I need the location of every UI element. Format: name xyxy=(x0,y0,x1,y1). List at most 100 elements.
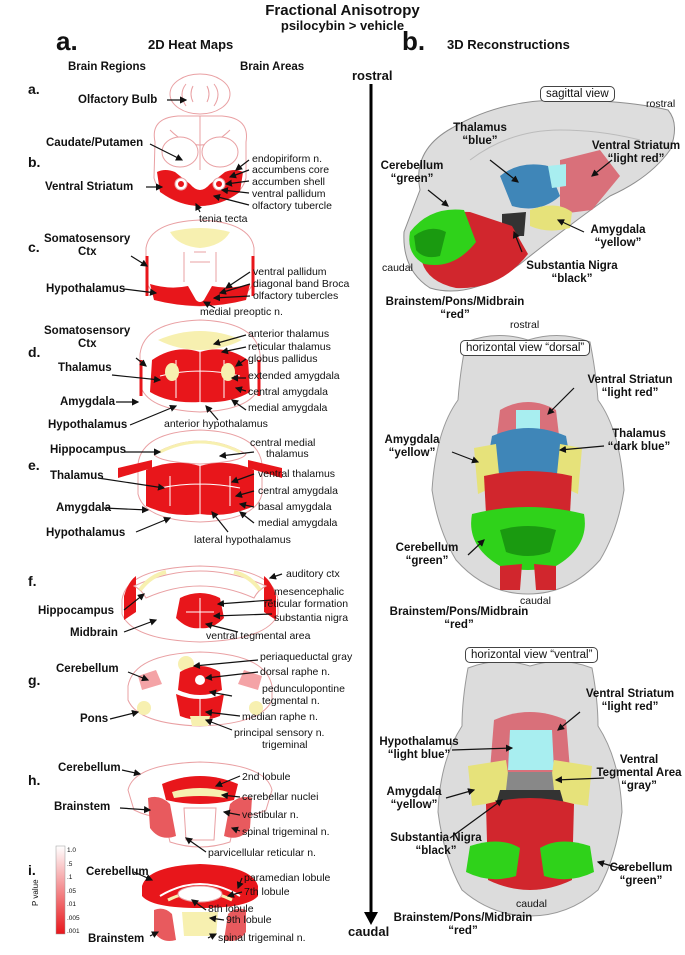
area-label: 2nd lobule xyxy=(242,771,291,783)
label-midbrain-f: Midbrain xyxy=(70,627,118,639)
area-label: ventral thalamus xyxy=(258,468,336,480)
sag-nigra-color: “black” xyxy=(551,273,593,285)
figure-title: Fractional Anisotropy xyxy=(265,2,420,19)
sag-striatum-color: “light red” xyxy=(607,153,665,165)
label-somatosensory-d: Somatosensory xyxy=(44,325,131,337)
label-thalamus-d: Thalamus xyxy=(58,362,112,374)
sag-striatum-label: Ventral Striatum “light red” xyxy=(586,140,685,166)
panel-b-letter: b. xyxy=(402,26,426,56)
sag-brainstem-label: Brainstem/Pons/Midbrain “red” xyxy=(380,296,530,322)
row-letter-e: e. xyxy=(28,457,40,473)
area-label: medial amygdala xyxy=(258,517,338,529)
panel-a-title: 2D Heat Maps xyxy=(148,37,234,52)
area-label: diagonal band Broca xyxy=(253,278,350,290)
slice-b-striatum xyxy=(153,115,247,207)
label-amygdala-d: Amygdala xyxy=(60,396,115,408)
dor-amygdala-color: “yellow” xyxy=(388,447,436,459)
dor-thalamus-color: “dark blue” xyxy=(607,441,671,453)
label-caudate-putamen: Caudate/Putamen xyxy=(46,137,144,149)
area-label: spinal trigeminal n. xyxy=(242,826,330,838)
area-label: central medial xyxy=(250,437,316,449)
area-label: accumbens core xyxy=(252,164,330,176)
area-label: mesencephalic xyxy=(274,586,345,598)
label-hypothalamus-e: Hypothalamus xyxy=(46,527,126,539)
area-label: extended amygdala xyxy=(248,370,340,382)
area-label: thalamus xyxy=(266,448,309,460)
colorbar-tick: .5 xyxy=(67,860,73,868)
row-letter-h: h. xyxy=(28,772,41,788)
panel-a-letter: a. xyxy=(56,26,78,56)
sagittal-view-box: sagittal view xyxy=(540,86,615,102)
label-hypothalamus-c: Hypothalamus xyxy=(46,283,126,295)
area-label: medial preoptic n. xyxy=(200,306,283,318)
colorbar-tick: .005 xyxy=(67,914,80,922)
area-label: ventral pallidum xyxy=(252,188,326,200)
sag-striatum-name: Ventral Striatum xyxy=(591,140,681,152)
dorsal-rostral: rostral xyxy=(510,319,540,331)
label-cerebellum-g: Cerebellum xyxy=(56,663,119,675)
area-label: ventral tegmental area xyxy=(206,630,311,642)
area-label: globus pallidus xyxy=(248,353,318,365)
colorbar-title: P value xyxy=(31,879,40,906)
col-header-areas: Brain Areas xyxy=(240,61,305,73)
slice-c-hypothalamus xyxy=(145,219,255,307)
row-letter-i: i. xyxy=(28,862,36,878)
sag-thalamus-name: Thalamus xyxy=(453,122,507,134)
area-label: central amygdala xyxy=(258,485,338,497)
label-ctx-c: Ctx xyxy=(78,246,97,258)
ven-brainstem-label: Brainstem/Pons/Midbrain “red” xyxy=(388,912,538,938)
ven-brainstem-name: Brainstem/Pons/Midbrain xyxy=(393,912,533,924)
area-label: vestibular n. xyxy=(242,809,299,821)
area-label: periaqueductal gray xyxy=(260,651,353,663)
sag-amygdala-color: “yellow” xyxy=(594,237,642,249)
area-label: endopiriform n. xyxy=(252,153,323,165)
slice-a-olfactory-bulb xyxy=(169,73,231,115)
area-label: auditory ctx xyxy=(286,568,340,580)
dor-striatum-name: Ventral Striatun xyxy=(587,374,673,386)
ven-nigra-color: “black” xyxy=(415,845,457,857)
ven-vta-label: Ventral Tegmental Area “gray” xyxy=(594,754,684,793)
sagittal-3d-brain xyxy=(403,99,675,292)
label-ventral-striatum: Ventral Striatum xyxy=(45,181,134,193)
area-label: lateral hypothalamus xyxy=(194,534,291,546)
slice-d-thalamus xyxy=(139,319,261,413)
sag-thalamus-label: Thalamus “blue” xyxy=(440,122,520,148)
area-label: parvicellular reticular n. xyxy=(208,847,316,859)
row-letter-f: f. xyxy=(28,573,37,589)
dor-cerebellum-name: Cerebellum xyxy=(395,542,459,554)
label-hippocampus-e: Hippocampus xyxy=(50,444,127,456)
area-label: tegmental n. xyxy=(262,695,320,707)
ven-hypothalamus-label: Hypothalamus “light blue” xyxy=(374,736,464,762)
dorsal-caudal: caudal xyxy=(520,595,551,607)
label-olfactory-bulb: Olfactory Bulb xyxy=(78,94,158,106)
sag-brainstem-color: “red” xyxy=(440,309,470,321)
sag-amygdala-label: Amygdala “yellow” xyxy=(578,224,658,250)
ventral-caudal: caudal xyxy=(516,898,547,910)
sag-thalamus-color: “blue” xyxy=(462,135,498,147)
area-label: principal sensory n. xyxy=(234,727,325,739)
area-label: accumben shell xyxy=(252,176,325,188)
dor-thalamus-name: Thalamus xyxy=(612,428,666,440)
area-label: median raphe n. xyxy=(242,711,318,723)
sagittal-caudal: caudal xyxy=(382,262,413,274)
dor-brainstem-name: Brainstem/Pons/Midbrain xyxy=(389,606,529,618)
label-brainstem-i: Brainstem xyxy=(88,933,145,945)
label-hippocampus-f: Hippocampus xyxy=(38,605,115,617)
area-label: basal amygdala xyxy=(258,501,332,513)
area-label: cerebellar nuclei xyxy=(242,791,319,803)
ven-striatum-color: “light red” xyxy=(601,701,659,713)
area-label: anterior thalamus xyxy=(248,328,330,340)
area-label: spinal trigeminal n. xyxy=(218,932,306,944)
sag-cerebellum-label: Cerebellum “green” xyxy=(372,160,452,186)
figure-subtitle: psilocybin > vehicle xyxy=(280,18,405,33)
row-letter-c: c. xyxy=(28,239,40,255)
area-label: ventral pallidum xyxy=(253,266,327,278)
area-label: dorsal raphe n. xyxy=(260,666,331,678)
ven-amygdala-color: “yellow” xyxy=(390,799,438,811)
ven-hypothalamus-name: Hypothalamus xyxy=(379,736,459,748)
ven-striatum-label: Ventral Striatum “light red” xyxy=(580,688,680,714)
colorbar-tick: .01 xyxy=(67,901,77,908)
sag-nigra-name: Substantia Nigra xyxy=(526,260,618,272)
pvalue-colorbar xyxy=(55,845,66,935)
